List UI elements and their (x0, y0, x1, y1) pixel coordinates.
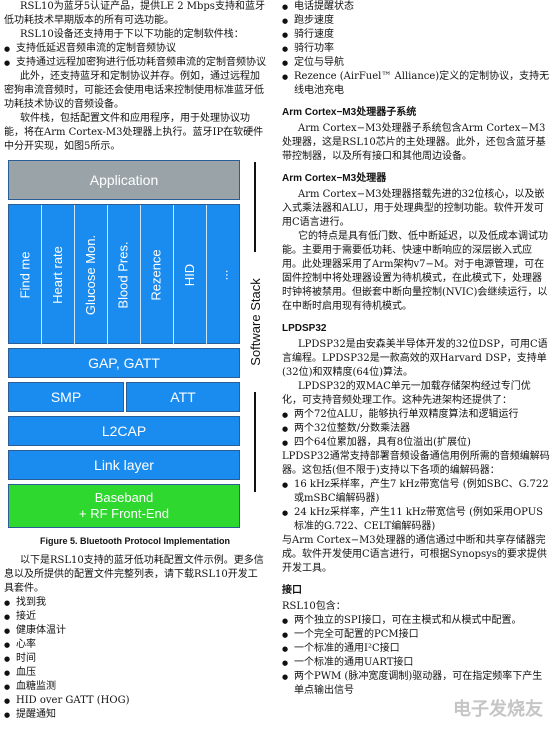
software-stack-label: Software Stack (244, 160, 266, 498)
profile-rezence: Rezence (141, 205, 174, 345)
profile-more: ... (215, 269, 230, 281)
paragraph: LPDSP32的双MAC单元一加载存储架构经过专门优化，可支持音频处理工作。这种… (282, 381, 531, 406)
layer-smp: SMP (8, 382, 124, 412)
list-item: 电话提醒状态 (282, 0, 550, 14)
paragraph: LPDSP32通常支持部署音频设备通信用例所需的音频编解码器。这包括(但不限于)… (282, 451, 550, 476)
list-item: 心率 (4, 638, 266, 652)
interface-list: 两个独立的SPI接口，可在主模式和从模式中配置。 一个完全可配置的PCM接口 一… (282, 614, 550, 698)
list-item: 提醒通知 (4, 708, 266, 722)
list-item: 血压 (4, 666, 266, 680)
list-item: 24 kHz采样率，产生11 kHz带宽信号 (例如采用OPUS标准的G.722… (282, 506, 550, 534)
list-item: 两个32位整数/分数乘法器 (282, 422, 550, 436)
layer-gap-gatt: GAP, GATT (8, 348, 240, 378)
list-item: 健康体温计 (4, 624, 266, 638)
left-column: RSL10为蓝牙5认证产品，提供LE 2 Mbps支持和蓝牙低功耗技术早期版本的… (4, 0, 266, 722)
list-item: 找到我 (4, 596, 266, 610)
paragraph: Arm Cortex−M3处理器子系统包含Arm Cortex−M3处理器，这是… (282, 123, 546, 162)
list-item: HID over GATT (HOG) (4, 694, 266, 708)
list-item: 骑行速度 (282, 28, 550, 42)
list-item: 血糖监测 (4, 680, 266, 694)
paragraph: 以下是RSL10支持的蓝牙低功耗配置文件示例。更多信息以及所提供的配置文件完整列… (4, 555, 264, 594)
paragraph: 与Arm Cortex−M3处理器的通信通过中断和共享存储器完成。软件开发使用C… (282, 535, 547, 574)
baseband-line-2: + RF Front-End (79, 506, 169, 521)
profiles-list: 找到我 接近 健康体温计 心率 时间 血压 血糖监测 HID over GATT… (4, 596, 266, 722)
profile-heart-rate: Heart rate (42, 205, 75, 345)
layer-att: ATT (126, 382, 240, 412)
list-item: 定位与导航 (282, 56, 550, 70)
intro-paragraph: RSL10为蓝牙5认证产品，提供LE 2 Mbps支持和蓝牙低功耗技术早期版本的… (4, 1, 265, 26)
list-item: 两个PWM (脉冲宽度调制)驱动器，可在指定频率下产生单点输出信号 (282, 670, 550, 698)
profile-glucose: Glucose Mon. (75, 205, 108, 345)
figure-caption: Figure 5. Bluetooth Protocol Implementat… (39, 536, 230, 546)
layer-l2cap: L2CAP (8, 416, 240, 446)
layer-application: Application (8, 160, 240, 200)
paragraph: RSL10包含： (282, 601, 346, 612)
list-item: Rezence (AirFuel™ Alliance)定义的定制协议，支持无线电… (282, 70, 550, 98)
layer-profiles: Find me Heart rate Glucose Mon. Blood Pr… (8, 204, 240, 345)
layer-baseband: Baseband + RF Front-End (8, 484, 240, 528)
codec-list: 16 kHz采样率，产生7 kHz带宽信号 (例如SBC、G.722或mSBC编… (282, 478, 550, 534)
list-item: 四个64位累加器，具有8位溢出(扩展位) (282, 436, 550, 450)
profile-blood-pressure: Blood Pres. (108, 205, 141, 345)
list-item: 一个标准的通用I²C接口 (282, 642, 550, 656)
paragraph: 软件栈，包括配置文件和应用程序，用于处理协议功能，将在Arm Cortex-M3… (4, 113, 264, 152)
list-item: 接近 (4, 610, 266, 624)
section-heading: LPDSP32 (282, 323, 327, 334)
list-item: 支持低延迟音频串流的定制音频协议 (4, 42, 266, 56)
paragraph: 它的特点是具有低门数、低中断延迟，以及低成本调试功能。主要用于需要低功耗、快速中… (282, 231, 548, 312)
paragraph: Arm Cortex−M3处理器搭载先进的32位核心，以及嵌入式乘法器和ALU，… (282, 189, 545, 228)
top-list: 电话提醒状态 跑步速度 骑行速度 骑行功率 定位与导航 Rezence (Air… (282, 0, 550, 98)
bluetooth-stack-diagram: Application Find me Heart rate Glucose M… (4, 160, 266, 528)
right-column: 电话提醒状态 跑步速度 骑行速度 骑行功率 定位与导航 Rezence (Air… (282, 0, 550, 698)
list-item: 一个完全可配置的PCM接口 (282, 628, 550, 642)
list-item: 骑行功率 (282, 42, 550, 56)
baseband-line-1: Baseband (94, 490, 154, 505)
list-item: 两个独立的SPI接口，可在主模式和从模式中配置。 (282, 614, 550, 628)
paragraph: 此外，还支持蓝牙和定制协议并存。例如，通过远程加密狗串流音频时，可能还会使用电话… (4, 71, 264, 110)
layer-link: Link layer (8, 450, 240, 480)
section-heading: Arm Cortex−M3处理器子系统 (282, 107, 417, 118)
profile-hid: HID (174, 205, 207, 345)
list-item: 跑步速度 (282, 14, 550, 28)
paragraph: LPDSP32是由安森美半导体开发的32位DSP，可用C语言编程。LPDSP32… (282, 339, 548, 378)
watermark: 电子发烧友 (453, 699, 543, 719)
list-item: 一个标准的通用UART接口 (282, 656, 550, 670)
section-heading: 接口 (282, 585, 302, 596)
list-item: 16 kHz采样率，产生7 kHz带宽信号 (例如SBC、G.722或mSBC编… (282, 478, 550, 506)
list-item: 两个72位ALU，能够执行单双精度算法和逻辑运行 (282, 408, 550, 422)
intro-paragraph-2: RSL10设备还支持用于下以下功能的定制软件栈： (20, 29, 244, 40)
list-item: 时间 (4, 652, 266, 666)
intro-list: 支持低延迟音频串流的定制音频协议 支持通过远程加密狗进行低功耗音频串流的定制音频… (4, 42, 266, 70)
software-stack-text: Software Stack (248, 252, 263, 392)
profile-find-me: Find me (9, 205, 42, 345)
list-item: 支持通过远程加密狗进行低功耗音频串流的定制音频协议 (4, 56, 266, 70)
dsp-list: 两个72位ALU，能够执行单双精度算法和逻辑运行 两个32位整数/分数乘法器 四… (282, 408, 550, 450)
section-heading: Arm Cortex−M3处理器 (282, 173, 387, 184)
